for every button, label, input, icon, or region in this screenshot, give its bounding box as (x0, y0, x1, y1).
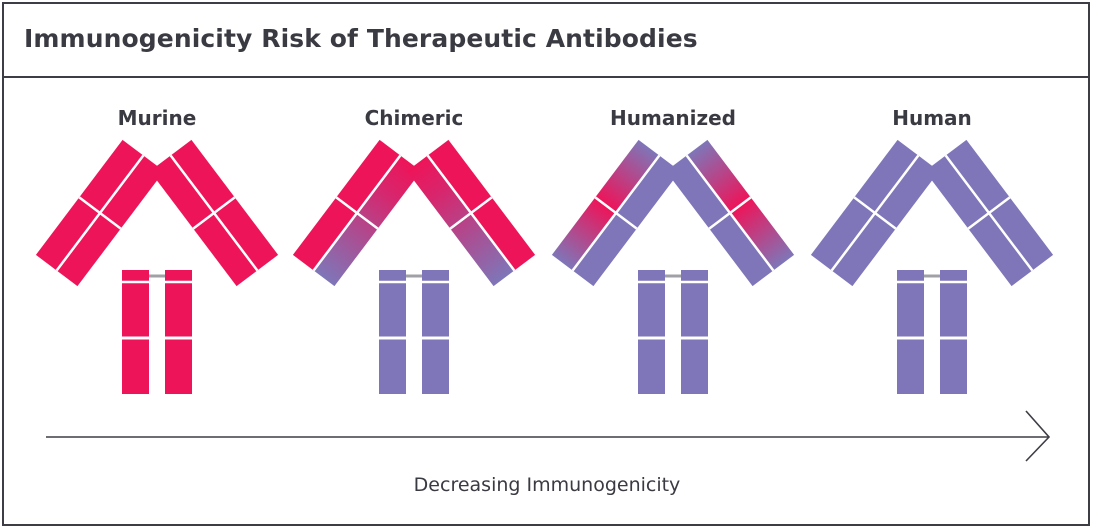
heavy-chain-right (165, 270, 192, 394)
fab-arm-left (292, 139, 422, 287)
axis-label: Decreasing Immunogenicity (413, 474, 681, 496)
heavy-chain-left (122, 270, 149, 394)
heavy-chain-left (379, 270, 406, 394)
fab-arm-left (35, 139, 165, 287)
heavy-chain-right (681, 270, 708, 394)
heavy-chain-right (422, 270, 449, 394)
antibody-chimeric: Chimeric (292, 106, 536, 394)
fab-arm-right (406, 139, 536, 287)
header: Immunogenicity Risk of Therapeutic Antib… (4, 4, 1088, 78)
antibody-label: Murine (118, 106, 197, 130)
fab-arm-right (149, 139, 279, 287)
antibody-label: Human (892, 106, 972, 130)
fab-arm-right (665, 139, 795, 287)
heavy-chain-left (638, 270, 665, 394)
fab-arm-right (924, 139, 1054, 287)
antibody-label: Chimeric (365, 106, 464, 130)
page-title: Immunogenicity Risk of Therapeutic Antib… (24, 24, 698, 53)
antibody-human: Human (810, 106, 1054, 394)
heavy-chain-left (897, 270, 924, 394)
fab-arm-left (551, 139, 681, 287)
antibody-label: Humanized (610, 106, 736, 130)
fab-arm-left (810, 139, 940, 287)
heavy-chain-right (940, 270, 967, 394)
antibody-murine: Murine (35, 106, 279, 394)
antibody-humanized: Humanized (551, 106, 795, 394)
axis-arrow-head (1025, 410, 1051, 462)
